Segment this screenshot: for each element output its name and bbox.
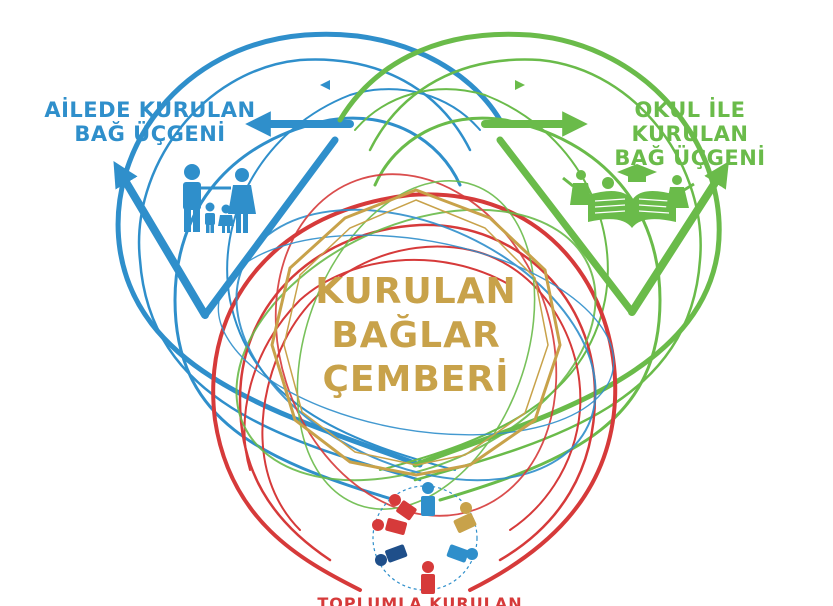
family-title-line1: AİLEDE KURULAN xyxy=(44,98,256,122)
school-book-icon xyxy=(562,164,695,228)
family-icon xyxy=(183,164,256,233)
people-circle-icon xyxy=(372,482,478,594)
family-triangle-title: AİLEDE KURULAN BAĞ ÜÇGENİ xyxy=(40,98,260,146)
community-title-partial: TOPLUMLA KURULAN xyxy=(317,594,523,606)
family-title-line2: BAĞ ÜÇGENİ xyxy=(74,122,226,147)
community-loop xyxy=(211,192,618,592)
center-title-line1: KURULAN xyxy=(315,271,517,312)
school-title-line2: BAĞ ÜÇGENİ xyxy=(614,146,766,171)
center-title-line2: BAĞLAR xyxy=(331,314,501,356)
center-ring xyxy=(270,188,562,477)
school-triangle-title: OKUL İLE KURULAN BAĞ ÜÇGENİ xyxy=(575,98,805,170)
school-title-line1: OKUL İLE KURULAN xyxy=(631,98,749,147)
inner-orbits xyxy=(217,173,615,517)
center-circle-title: KURULAN BAĞLAR ÇEMBERİ xyxy=(300,270,532,402)
family-loop xyxy=(113,31,503,502)
center-title-line3: ÇEMBERİ xyxy=(322,358,510,400)
